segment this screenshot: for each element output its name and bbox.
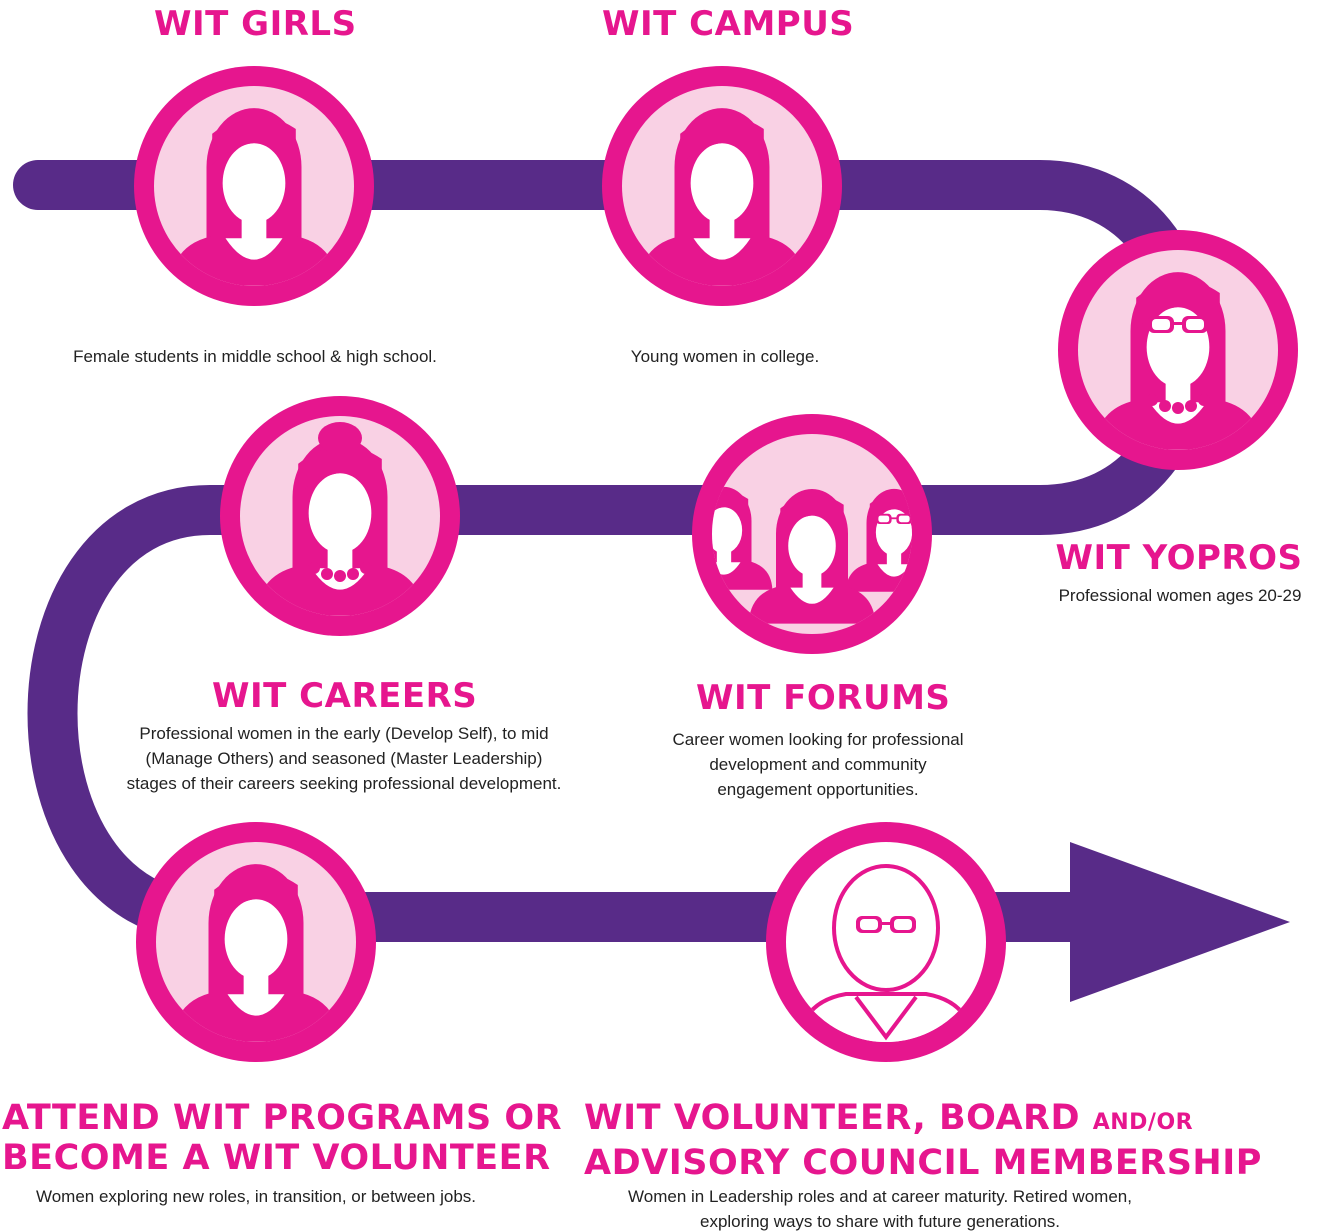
board-desc-line: Women in Leadership roles and at career … xyxy=(628,1187,1132,1206)
careers-desc-line: stages of their careers seeking professi… xyxy=(126,774,562,793)
group-avatar-icon xyxy=(692,414,932,654)
wit-forums-title: WIT FORUMS xyxy=(696,678,951,718)
volunteer-avatar-icon xyxy=(136,822,376,1062)
board-title-line: ADVISORY COUNCIL MEMBERSHIP xyxy=(584,1143,1262,1183)
college-woman-avatar-icon xyxy=(602,66,842,306)
board-title-line: WIT VOLUNTEER, BOARD AND/OR xyxy=(584,1098,1193,1143)
wit-careers-description: Professional women in the early (Develop… xyxy=(100,721,588,796)
wit-campus-description: Young women in college. xyxy=(630,347,820,366)
wit-yopros-title: WIT YOPROS xyxy=(1055,538,1303,578)
forums-desc-line: Career women looking for professional xyxy=(672,730,964,749)
board-desc-line: exploring ways to share with future gene… xyxy=(699,1212,1061,1231)
wit-forums-description: Career women looking for professional de… xyxy=(640,727,996,802)
career-woman-avatar-icon xyxy=(220,396,460,636)
attend-programs-description: Women exploring new roles, in transition… xyxy=(35,1187,477,1206)
attend-programs-title: ATTEND WIT PROGRAMS OR BECOME A WIT VOLU… xyxy=(2,1098,563,1178)
careers-desc-line: Professional women in the early (Develop… xyxy=(139,724,549,743)
board-title-andor: AND/OR xyxy=(1092,1110,1194,1135)
young-professional-avatar-icon xyxy=(1058,230,1298,470)
board-title-main: WIT VOLUNTEER, BOARD xyxy=(584,1098,1081,1138)
wit-girls-title: WIT GIRLS xyxy=(154,4,357,44)
board-membership-title: WIT VOLUNTEER, BOARD AND/OR ADVISORY COU… xyxy=(584,1098,1262,1183)
senior-leader-avatar-icon xyxy=(766,822,1006,1062)
wit-careers-title: WIT CAREERS xyxy=(212,676,478,716)
journey-arrowhead xyxy=(1070,842,1290,1002)
wit-campus-title: WIT CAMPUS xyxy=(602,4,855,44)
wit-girls-description: Female students in middle school & high … xyxy=(73,347,437,366)
careers-desc-line: (Manage Others) and seasoned (Master Lea… xyxy=(145,749,543,768)
board-membership-description: Women in Leadership roles and at career … xyxy=(590,1184,1170,1232)
attend-title-line: ATTEND WIT PROGRAMS OR xyxy=(2,1098,563,1138)
wit-yopros-description: Professional women ages 20-29 xyxy=(1058,586,1302,605)
forums-desc-line: development and community xyxy=(709,755,927,774)
attend-title-line: BECOME A WIT VOLUNTEER xyxy=(2,1138,551,1178)
forums-desc-line: engagement opportunities. xyxy=(717,780,919,799)
girl-avatar-icon xyxy=(134,66,374,306)
